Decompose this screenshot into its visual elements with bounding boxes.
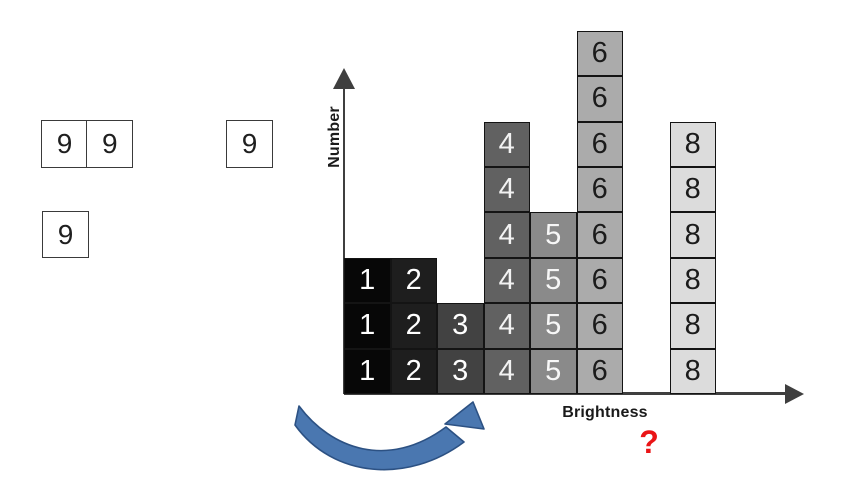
histogram-cell: 4 bbox=[483, 121, 530, 167]
histogram-cell: 1 bbox=[344, 348, 391, 394]
histogram-cell: 5 bbox=[530, 257, 577, 304]
loose-square-bottom: 9 bbox=[42, 211, 89, 258]
histogram-cell: 4 bbox=[483, 348, 530, 394]
histogram-cell: 8 bbox=[669, 212, 716, 258]
y-axis-arrowhead-icon bbox=[333, 68, 355, 89]
histogram-cell: 4 bbox=[483, 303, 530, 349]
histogram-cell: 6 bbox=[576, 257, 623, 304]
histogram-cell: 4 bbox=[483, 166, 530, 213]
histogram-cell: 6 bbox=[576, 76, 623, 122]
histogram-cell: 6 bbox=[576, 303, 623, 349]
x-axis-label: Brightness bbox=[562, 404, 648, 421]
pixel-square: 9 bbox=[42, 211, 89, 258]
curved-transfer-arrow-icon bbox=[294, 401, 485, 471]
histogram-cell: 6 bbox=[576, 212, 623, 258]
histogram-cell: 5 bbox=[530, 348, 577, 394]
histogram-cell: 6 bbox=[576, 348, 623, 394]
histogram-cell: 2 bbox=[390, 257, 437, 304]
histogram-cell: 8 bbox=[669, 257, 716, 304]
histogram-cell: 4 bbox=[483, 212, 530, 258]
histogram-cell: 8 bbox=[669, 303, 716, 349]
y-axis-label: Number bbox=[326, 106, 343, 168]
pixel-square: 9 bbox=[226, 120, 273, 168]
histogram-cell: 2 bbox=[390, 303, 437, 349]
loose-square-pair: 9 9 bbox=[41, 120, 134, 168]
histogram-cell: 4 bbox=[483, 257, 530, 304]
histogram-cell: 6 bbox=[576, 166, 623, 213]
curved-arrow-body bbox=[294, 405, 465, 471]
histogram-cell: 3 bbox=[437, 348, 484, 394]
pixel-square: 9 bbox=[86, 120, 134, 168]
histogram-cell: 3 bbox=[437, 303, 484, 349]
histogram-cell: 5 bbox=[530, 303, 577, 349]
curved-arrow-head bbox=[444, 401, 485, 430]
histogram-cell: 8 bbox=[669, 348, 716, 394]
histogram-cell: 5 bbox=[530, 212, 577, 258]
histogram-cell: 6 bbox=[576, 121, 623, 167]
y-axis-line bbox=[342, 84, 346, 394]
histogram-cell: 2 bbox=[390, 348, 437, 394]
histogram-cell: 1 bbox=[344, 303, 391, 349]
histogram-cell: 8 bbox=[669, 121, 716, 167]
histogram-cell: 1 bbox=[344, 257, 391, 304]
pixel-square: 9 bbox=[41, 120, 88, 168]
loose-square-single: 9 bbox=[226, 120, 273, 168]
histogram-cell: 6 bbox=[576, 30, 623, 77]
missing-bar-question-mark: ? bbox=[639, 424, 659, 460]
x-axis-arrowhead-icon bbox=[785, 384, 804, 404]
histogram-cell: 8 bbox=[669, 166, 716, 213]
